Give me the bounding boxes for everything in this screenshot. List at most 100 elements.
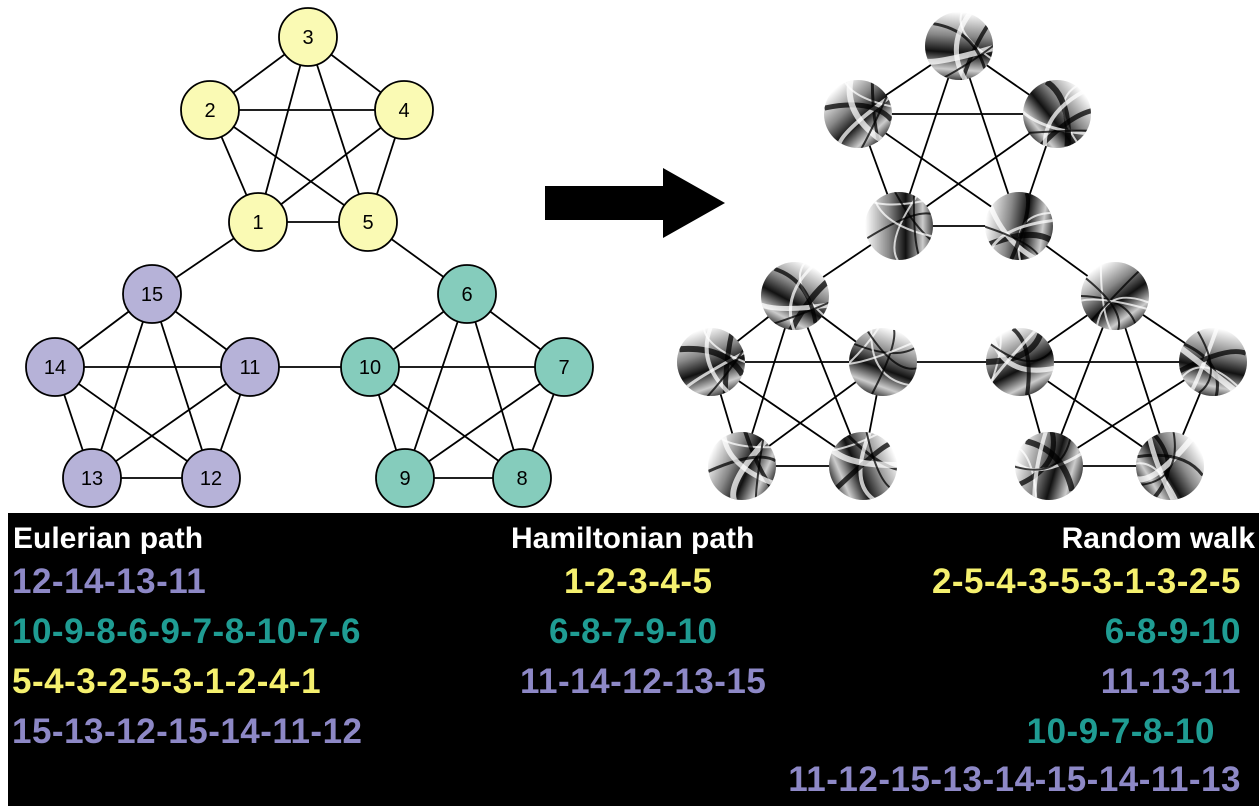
texture-stroke bbox=[721, 435, 774, 486]
graph-node-15: 15 bbox=[122, 264, 182, 324]
graph-node-12: 12 bbox=[181, 448, 241, 508]
node-label: 3 bbox=[302, 27, 313, 49]
node-circle bbox=[492, 448, 552, 508]
hamiltonian-path-1: 1-2-3-4-5 bbox=[564, 562, 713, 601]
texture-graph bbox=[677, 12, 1247, 500]
graph-node-7: 7 bbox=[534, 337, 594, 397]
node-label: 2 bbox=[204, 100, 215, 122]
transform-arrow-icon bbox=[545, 168, 725, 238]
texture-stroke bbox=[835, 441, 891, 490]
texture-node-1 bbox=[865, 192, 933, 260]
texture-node-7 bbox=[1179, 328, 1247, 396]
node-label: 14 bbox=[44, 357, 66, 379]
texture-node-14 bbox=[677, 328, 745, 396]
texture-stroke bbox=[824, 102, 892, 122]
graph-node-5: 5 bbox=[338, 192, 398, 252]
random-walk-1: 2-5-4-3-5-3-1-3-2-5 bbox=[931, 562, 1241, 601]
texture-stroke bbox=[953, 12, 973, 80]
texture-graph-edges bbox=[710, 45, 1214, 467]
graph-edge bbox=[257, 36, 309, 223]
graph-node-2: 2 bbox=[180, 80, 240, 140]
graph-node-1: 1 bbox=[228, 192, 288, 252]
texture-stroke bbox=[871, 329, 896, 395]
texture-stroke bbox=[987, 204, 1036, 260]
texture-node-12 bbox=[829, 432, 897, 500]
texture-stroke bbox=[858, 90, 890, 148]
texture-node-13 bbox=[708, 432, 776, 500]
graph-edge bbox=[91, 366, 251, 479]
texture-node-3 bbox=[925, 12, 993, 80]
texture-stroke bbox=[1179, 345, 1237, 393]
texture-stroke bbox=[679, 345, 745, 377]
texture-stroke bbox=[939, 41, 993, 80]
node-label: 8 bbox=[516, 468, 527, 490]
texture-pattern bbox=[927, 12, 993, 80]
node-label: 12 bbox=[200, 468, 222, 490]
texture-stroke bbox=[1137, 453, 1204, 477]
texture-stroke bbox=[1179, 340, 1219, 396]
graph-edge bbox=[209, 109, 369, 223]
node-label: 7 bbox=[558, 357, 569, 379]
texture-pattern bbox=[1136, 432, 1204, 500]
node-circle bbox=[375, 448, 435, 508]
graph-edge bbox=[466, 293, 523, 479]
graph-edge bbox=[369, 366, 523, 479]
texture-pattern bbox=[761, 262, 829, 330]
texture-stroke bbox=[703, 345, 745, 396]
node-circle bbox=[122, 264, 182, 324]
node-label: 4 bbox=[398, 100, 409, 122]
graph-node-9: 9 bbox=[375, 448, 435, 508]
node-label: 9 bbox=[399, 468, 410, 490]
node-circle bbox=[534, 337, 594, 397]
texture-stroke bbox=[1015, 432, 1056, 489]
texture-stroke bbox=[773, 266, 818, 324]
node-circle bbox=[25, 337, 85, 397]
texture-stroke bbox=[1081, 274, 1121, 330]
texture-stroke bbox=[702, 328, 745, 367]
node-circle bbox=[374, 80, 434, 140]
random-walk-3: 11-13-11 bbox=[1100, 662, 1241, 701]
texture-stroke bbox=[1042, 89, 1085, 148]
texture-stroke bbox=[1011, 328, 1031, 396]
texture-stroke bbox=[1090, 270, 1140, 322]
node-label: 6 bbox=[461, 284, 472, 306]
graph-node-10: 10 bbox=[340, 337, 400, 397]
texture-stroke bbox=[1146, 436, 1177, 500]
texture-stroke bbox=[1179, 349, 1247, 374]
texture-fill bbox=[985, 192, 1053, 260]
texture-stroke bbox=[1025, 438, 1076, 492]
paths-panel: Eulerian path Hamiltonian path Random wa… bbox=[8, 513, 1259, 806]
eulerian-path-2: 10-9-8-6-9-7-8-10-7-6 bbox=[12, 612, 361, 651]
texture-stroke bbox=[990, 218, 1053, 249]
graph-edge bbox=[404, 293, 468, 479]
texture-stroke bbox=[704, 328, 730, 394]
texture-stroke bbox=[990, 338, 1054, 373]
texture-stroke bbox=[730, 438, 769, 500]
texture-stroke bbox=[841, 80, 892, 110]
node-circle bbox=[180, 80, 240, 140]
random-walk-5: 11-12-15-13-14-15-14-11-13 bbox=[788, 760, 1241, 799]
texture-stroke bbox=[866, 212, 931, 240]
texture-pattern bbox=[1179, 328, 1247, 396]
texture-stroke bbox=[837, 95, 891, 145]
node-circle bbox=[181, 448, 241, 508]
graph-node-3: 3 bbox=[278, 7, 338, 67]
texture-pattern bbox=[824, 80, 892, 148]
random-walk-2: 6-8-9-10 bbox=[1104, 612, 1241, 651]
node-circle bbox=[338, 192, 398, 252]
texture-stroke bbox=[849, 328, 886, 372]
texture-stroke bbox=[843, 432, 897, 472]
eulerian-path-1: 12-14-13-11 bbox=[12, 562, 207, 601]
texture-graph-nodes bbox=[677, 12, 1247, 500]
texture-node-11 bbox=[849, 328, 917, 396]
texture-stroke bbox=[933, 22, 987, 69]
texture-node-2 bbox=[824, 80, 892, 148]
hamiltonian-path-2: 6-8-7-9-10 bbox=[549, 612, 718, 651]
hamiltonian-path-3: 11-14-12-13-15 bbox=[520, 662, 767, 701]
texture-stroke bbox=[788, 264, 815, 330]
texture-stroke bbox=[1032, 432, 1048, 498]
node-circle bbox=[278, 7, 338, 67]
texture-stroke bbox=[829, 447, 897, 468]
